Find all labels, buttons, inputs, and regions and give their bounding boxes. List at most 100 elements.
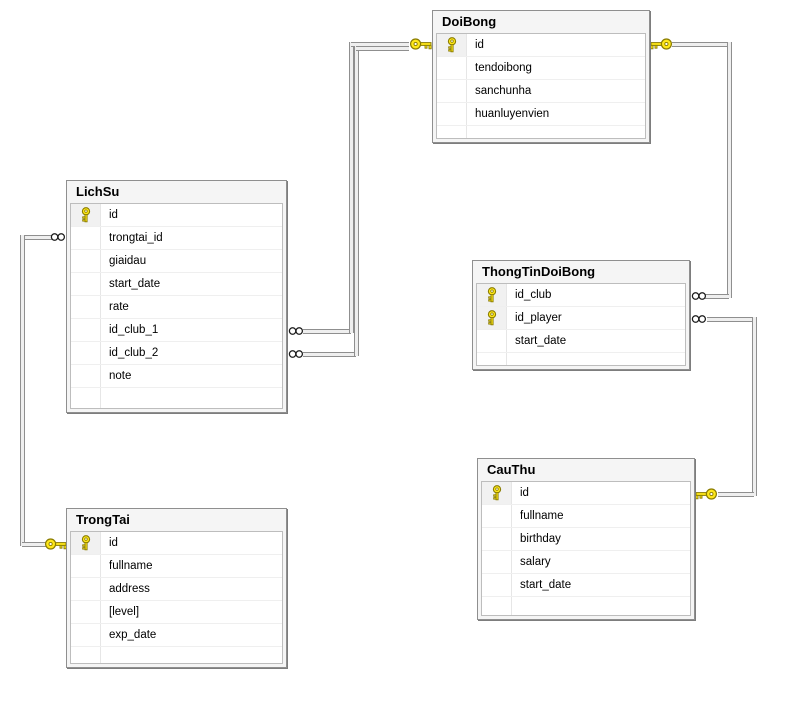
table-header-lichsu[interactable]: LichSu <box>76 184 120 199</box>
column-row-id_player[interactable]: id_player <box>477 307 685 330</box>
column-row-sanchunha[interactable]: sanchunha <box>437 80 645 103</box>
relationship-line-FK_ThongTinDoiBong_DoiBong[interactable] <box>705 294 729 299</box>
column-name: id_player <box>515 312 562 324</box>
relationship-line-FK_LichSu_DoiBong_club1[interactable] <box>303 329 351 334</box>
relationship-line-FK_ThongTinDoiBong_CauThu[interactable] <box>718 492 754 497</box>
relationship-line-FK_ThongTinDoiBong_CauThu[interactable] <box>752 317 757 496</box>
row-icon-cell <box>71 601 100 623</box>
column-row-id_club_2[interactable]: id_club_2 <box>71 342 282 365</box>
relationship-line-FK_LichSu_TrongTai[interactable] <box>22 235 52 240</box>
column-row-id_club_1[interactable]: id_club_1 <box>71 319 282 342</box>
primary-key-icon <box>71 204 100 226</box>
row-icon-cell <box>477 330 506 352</box>
column-row-salary[interactable]: salary <box>482 551 690 574</box>
column-row-rate[interactable]: rate <box>71 296 282 319</box>
table-header-cauthu[interactable]: CauThu <box>487 462 536 477</box>
column-row-giaidau[interactable]: giaidau <box>71 250 282 273</box>
column-name: giaidau <box>109 255 147 267</box>
column-name: tendoibong <box>475 62 532 74</box>
column-name: huanluyenvien <box>475 108 550 120</box>
row-icon-cell <box>71 319 100 341</box>
column-row-tendoibong[interactable]: tendoibong <box>437 57 645 80</box>
table-cauthu[interactable]: CauThu id fullname birthday salary start_date <box>477 458 695 620</box>
row-icon-cell <box>482 528 511 550</box>
column-name: salary <box>520 556 551 568</box>
column-name: fullname <box>520 510 564 522</box>
relationship-line-FK_ThongTinDoiBong_DoiBong[interactable] <box>727 42 732 298</box>
infinity-icon <box>691 291 707 301</box>
relationship-line-FK_LichSu_DoiBong_club2[interactable] <box>356 46 409 51</box>
icon-column-divider <box>100 204 101 408</box>
row-icon-cell <box>71 342 100 364</box>
column-name: address <box>109 583 150 595</box>
column-name: note <box>109 370 132 382</box>
column-row-huanluyenvien[interactable]: huanluyenvien <box>437 103 645 126</box>
column-row-id[interactable]: id <box>71 532 282 555</box>
column-name: sanchunha <box>475 85 532 97</box>
column-row-id[interactable]: id <box>437 34 645 57</box>
column-name: start_date <box>109 278 161 290</box>
table-header-trongtai[interactable]: TrongTai <box>76 512 130 527</box>
infinity-icon <box>288 349 304 359</box>
primary-key-icon <box>482 482 511 504</box>
table-doibong[interactable]: DoiBong id tendoibong sanchunha huanluyenvie… <box>432 10 650 143</box>
column-row-id[interactable]: id <box>71 204 282 227</box>
primary-key-icon <box>71 532 100 554</box>
column-row-note[interactable]: note <box>71 365 282 388</box>
table-body-trongtai: id fullname address [level] exp_date <box>70 531 283 664</box>
relationship-line-FK_LichSu_TrongTai[interactable] <box>20 235 25 546</box>
column-row-start_date[interactable]: start_date <box>71 273 282 296</box>
column-row-level[interactable]: [level] <box>71 601 282 624</box>
column-row-fullname[interactable]: fullname <box>482 505 690 528</box>
column-row-id[interactable]: id <box>482 482 690 505</box>
icon-column-divider <box>466 34 467 138</box>
column-row-address[interactable]: address <box>71 578 282 601</box>
column-name: [level] <box>109 606 140 618</box>
row-icon-cell <box>437 80 466 102</box>
column-row-fullname[interactable]: fullname <box>71 555 282 578</box>
row-icon-cell <box>437 57 466 79</box>
row-icon-cell <box>482 505 511 527</box>
column-row-trongtai_id[interactable]: trongtai_id <box>71 227 282 250</box>
column-name: id_club_2 <box>109 347 159 359</box>
column-row-exp_date[interactable]: exp_date <box>71 624 282 647</box>
column-name: trongtai_id <box>109 232 163 244</box>
column-name: start_date <box>515 335 567 347</box>
icon-column-divider <box>506 284 507 365</box>
key-icon <box>409 37 433 51</box>
infinity-icon <box>50 232 66 242</box>
table-trongtai[interactable]: TrongTai id fullname address [level] exp_date <box>66 508 287 668</box>
relationship-line-FK_LichSu_DoiBong_club2[interactable] <box>354 46 359 356</box>
table-body-doibong: id tendoibong sanchunha huanluyenvien <box>436 33 646 139</box>
relationship-line-FK_LichSu_DoiBong_club1[interactable] <box>349 42 354 333</box>
column-name: rate <box>109 301 129 313</box>
column-row-start_date[interactable]: start_date <box>477 330 685 353</box>
table-thongtindoibong[interactable]: ThongTinDoiBong id_club id_player start_dat… <box>472 260 690 370</box>
column-name: id <box>109 537 118 549</box>
relationship-line-FK_ThongTinDoiBong_CauThu[interactable] <box>707 317 754 322</box>
row-icon-cell <box>71 578 100 600</box>
column-row-birthday[interactable]: birthday <box>482 528 690 551</box>
key-icon <box>649 37 673 51</box>
row-icon-cell <box>71 365 100 387</box>
table-header-doibong[interactable]: DoiBong <box>442 14 497 29</box>
table-header-thongtindoibong[interactable]: ThongTinDoiBong <box>482 264 596 279</box>
relationship-line-FK_ThongTinDoiBong_DoiBong[interactable] <box>672 42 729 47</box>
icon-column-divider <box>511 482 512 615</box>
column-name: start_date <box>520 579 572 591</box>
key-icon <box>44 537 68 551</box>
primary-key-icon <box>477 307 506 329</box>
infinity-icon <box>288 326 304 336</box>
row-icon-cell <box>71 624 100 646</box>
row-icon-cell <box>482 574 511 596</box>
table-body-cauthu: id fullname birthday salary start_date <box>481 481 691 616</box>
column-row-start_date[interactable]: start_date <box>482 574 690 597</box>
relationship-line-FK_LichSu_DoiBong_club2[interactable] <box>303 352 356 357</box>
column-name: id <box>475 39 484 51</box>
column-row-id_club[interactable]: id_club <box>477 284 685 307</box>
relationship-line-FK_LichSu_TrongTai[interactable] <box>22 542 46 547</box>
row-icon-cell <box>71 227 100 249</box>
